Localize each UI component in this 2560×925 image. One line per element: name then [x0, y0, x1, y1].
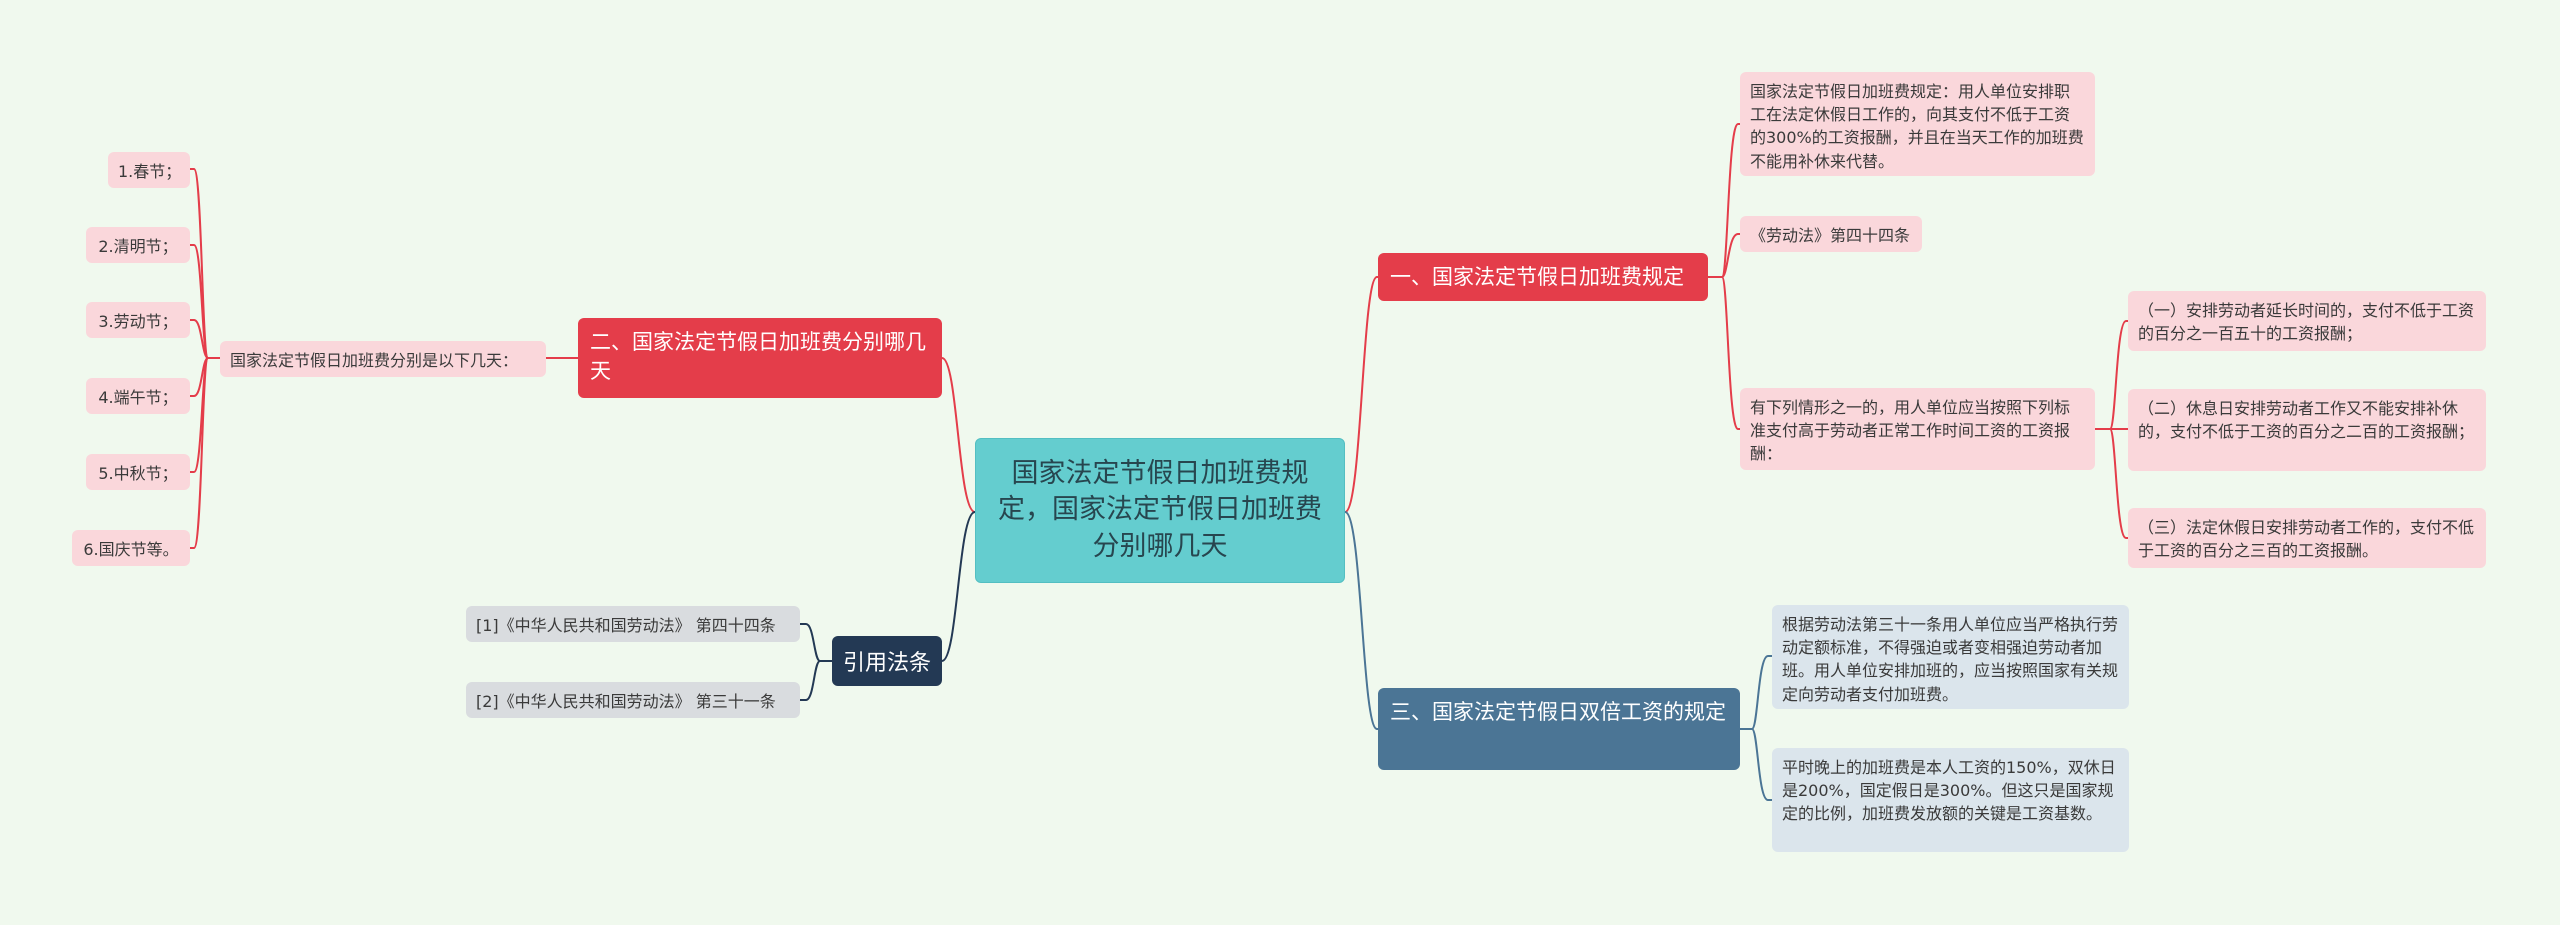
connector-branch1-item3: [1708, 276, 1742, 430]
branch1-sub-item-1[interactable]: （一）安排劳动者延长时间的，支付不低于工资的百分之一百五十的工资报酬；: [2128, 291, 2486, 351]
connector-root-branch2: [941, 357, 976, 513]
citations-node[interactable]: 引用法条: [832, 636, 942, 686]
connector-root-branch1: [1344, 276, 1380, 513]
citation-item-2[interactable]: [2]《中华人民共和国劳动法》 第三十一条: [466, 682, 800, 718]
connector-intro-day2: [190, 244, 220, 359]
branch1-item-3[interactable]: 有下列情形之一的，用人单位应当按照下列标准支付高于劳动者正常工作时间工资的工资报…: [1740, 388, 2095, 470]
connector-citations-item2: [800, 660, 832, 701]
day-item-6[interactable]: 6.国庆节等。: [72, 530, 190, 566]
connector-item3-sub3: [2095, 428, 2128, 539]
connector-intro-day1: [190, 168, 220, 359]
branch1-item-2[interactable]: 《劳动法》第四十四条: [1740, 216, 1922, 252]
citation-item-1[interactable]: [1]《中华人民共和国劳动法》 第四十四条: [466, 606, 800, 642]
day-item-1[interactable]: 1.春节；: [108, 152, 190, 188]
connector-branch3-item1: [1740, 655, 1772, 730]
branch2-intro[interactable]: 国家法定节假日加班费分别是以下几天：: [220, 341, 546, 377]
day-item-4[interactable]: 4.端午节；: [86, 378, 190, 414]
branch2-node[interactable]: 二、国家法定节假日加班费分别哪几天: [578, 318, 942, 398]
branch3-node[interactable]: 三、国家法定节假日双倍工资的规定: [1378, 688, 1740, 770]
branch1-sub-item-3[interactable]: （三）法定休假日安排劳动者工作的，支付不低于工资的百分之三百的工资报酬。: [2128, 508, 2486, 568]
connector-item3-sub1: [2095, 320, 2128, 430]
connector-intro-day6: [190, 357, 220, 549]
connector-root-branch3: [1344, 511, 1380, 730]
day-item-5[interactable]: 5.中秋节；: [86, 454, 190, 490]
branch1-node[interactable]: 一、国家法定节假日加班费规定: [1378, 253, 1708, 301]
branch1-sub-item-2[interactable]: （二）休息日安排劳动者工作又不能安排补休的，支付不低于工资的百分之二百的工资报酬…: [2128, 389, 2486, 471]
connector-branch3-item2: [1740, 728, 1772, 801]
day-item-3[interactable]: 3.劳动节；: [86, 302, 190, 338]
branch3-item-1[interactable]: 根据劳动法第三十一条用人单位应当严格执行劳动定额标准，不得强迫或者变相强迫劳动者…: [1772, 605, 2129, 709]
branch3-item-2[interactable]: 平时晚上的加班费是本人工资的150%，双休日是200%，国定假日是300%。但这…: [1772, 748, 2129, 852]
connector-root-citations: [941, 511, 976, 662]
branch1-item-1[interactable]: 国家法定节假日加班费规定：用人单位安排职工在法定休假日工作的，向其支付不低于工资…: [1740, 72, 2095, 176]
connector-branch1-item1: [1708, 123, 1742, 278]
connector-citations-item1: [800, 623, 832, 662]
root-node[interactable]: 国家法定节假日加班费规定，国家法定节假日加班费分别哪几天: [975, 438, 1345, 583]
day-item-2[interactable]: 2.清明节；: [86, 227, 190, 263]
